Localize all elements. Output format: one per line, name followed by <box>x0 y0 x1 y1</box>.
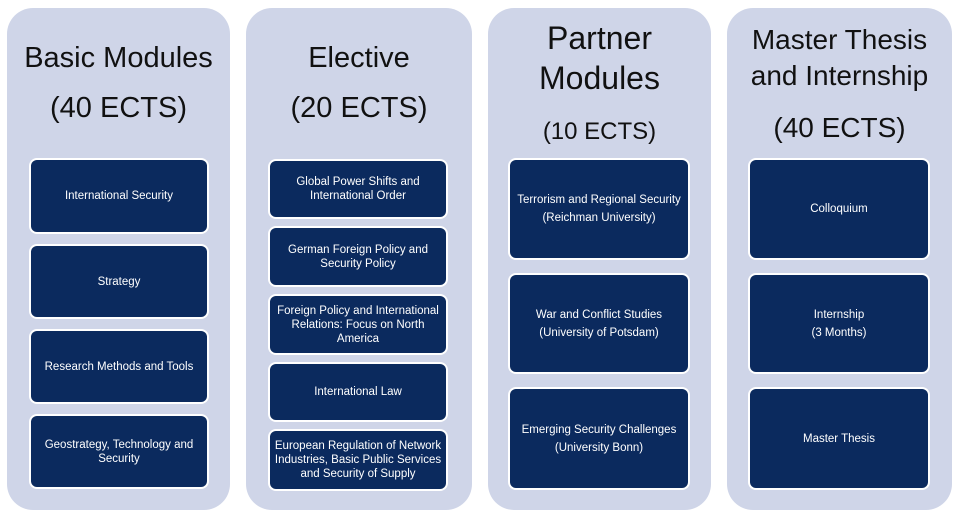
module-box-master-thesis: Master Thesis <box>750 389 928 488</box>
basic-modules-column: Basic Modules (40 ECTS) International Se… <box>7 8 230 510</box>
module-box-research-methods: Research Methods and Tools <box>31 331 207 402</box>
module-university: (Reichman University) <box>542 212 656 224</box>
module-label: European Regulation of Network Industrie… <box>274 440 442 480</box>
partner-modules-ects: (10 ECTS) <box>542 118 657 145</box>
module-label: Master Thesis <box>802 432 875 445</box>
partner-modules-column: Partner Modules (10 ECTS) Terrorism and … <box>488 8 711 510</box>
module-university: (University Bonn) <box>554 441 644 454</box>
module-label: International Security <box>64 190 174 202</box>
module-box-strategy: Strategy <box>31 246 207 317</box>
module-box-terrorism-regional-security: Terrorism and Regional Security (Reichma… <box>510 160 688 258</box>
module-box-emerging-security-challenges: Emerging Security Challenges (University… <box>510 389 688 488</box>
module-label: International Law <box>314 386 402 398</box>
module-label: Strategy <box>97 275 141 288</box>
module-box-international-security: International Security <box>31 160 207 232</box>
module-box-colloquium: Colloquium <box>750 160 928 258</box>
module-label: Research Methods and Tools <box>44 360 194 373</box>
module-label: Internship <box>813 308 865 321</box>
master-thesis-title-line2: and Internship <box>750 60 929 91</box>
module-label: Emerging Security Challenges <box>521 423 677 436</box>
partner-modules-title-line1: Partner <box>547 20 652 56</box>
module-label: War and Conflict Studies <box>535 308 663 321</box>
module-label: German Foreign Policy and Security Polic… <box>288 243 428 270</box>
module-label: Geostrategy, Technology and Security <box>44 438 194 465</box>
module-box-international-law: International Law <box>270 364 446 420</box>
module-box-global-power-shifts: Global Power Shifts and International Or… <box>270 161 446 217</box>
basic-modules-title: Basic Modules <box>24 42 213 74</box>
module-box-war-conflict-studies: War and Conflict Studies (University of … <box>510 275 688 372</box>
module-box-internship: Internship (3 Months) <box>750 275 928 372</box>
module-detail: (3 Months) <box>811 326 867 339</box>
master-thesis-title-line1: Master Thesis <box>751 24 928 55</box>
elective-title: Elective <box>308 42 410 74</box>
module-box-european-regulation: European Regulation of Network Industrie… <box>270 431 446 489</box>
module-label: Colloquium <box>810 203 868 215</box>
master-thesis-column: Master Thesis and Internship (40 ECTS) C… <box>727 8 952 510</box>
module-box-foreign-policy-north-america: Foreign Policy and International Relatio… <box>270 296 446 353</box>
module-box-german-foreign-policy: German Foreign Policy and Security Polic… <box>270 228 446 285</box>
elective-column: Elective (20 ECTS) Global Power Shifts a… <box>246 8 472 510</box>
module-university: (University of Potsdam) <box>539 326 659 339</box>
module-label: Foreign Policy and International Relatio… <box>277 304 439 345</box>
elective-ects: (20 ECTS) <box>290 92 428 124</box>
partner-modules-title-line2: Modules <box>539 60 660 96</box>
module-label: Global Power Shifts and International Or… <box>296 176 420 202</box>
module-label: Terrorism and Regional Security <box>517 194 681 206</box>
master-thesis-ects: (40 ECTS) <box>773 112 906 143</box>
basic-modules-ects: (40 ECTS) <box>50 92 187 124</box>
module-box-geostrategy: Geostrategy, Technology and Security <box>31 416 207 487</box>
